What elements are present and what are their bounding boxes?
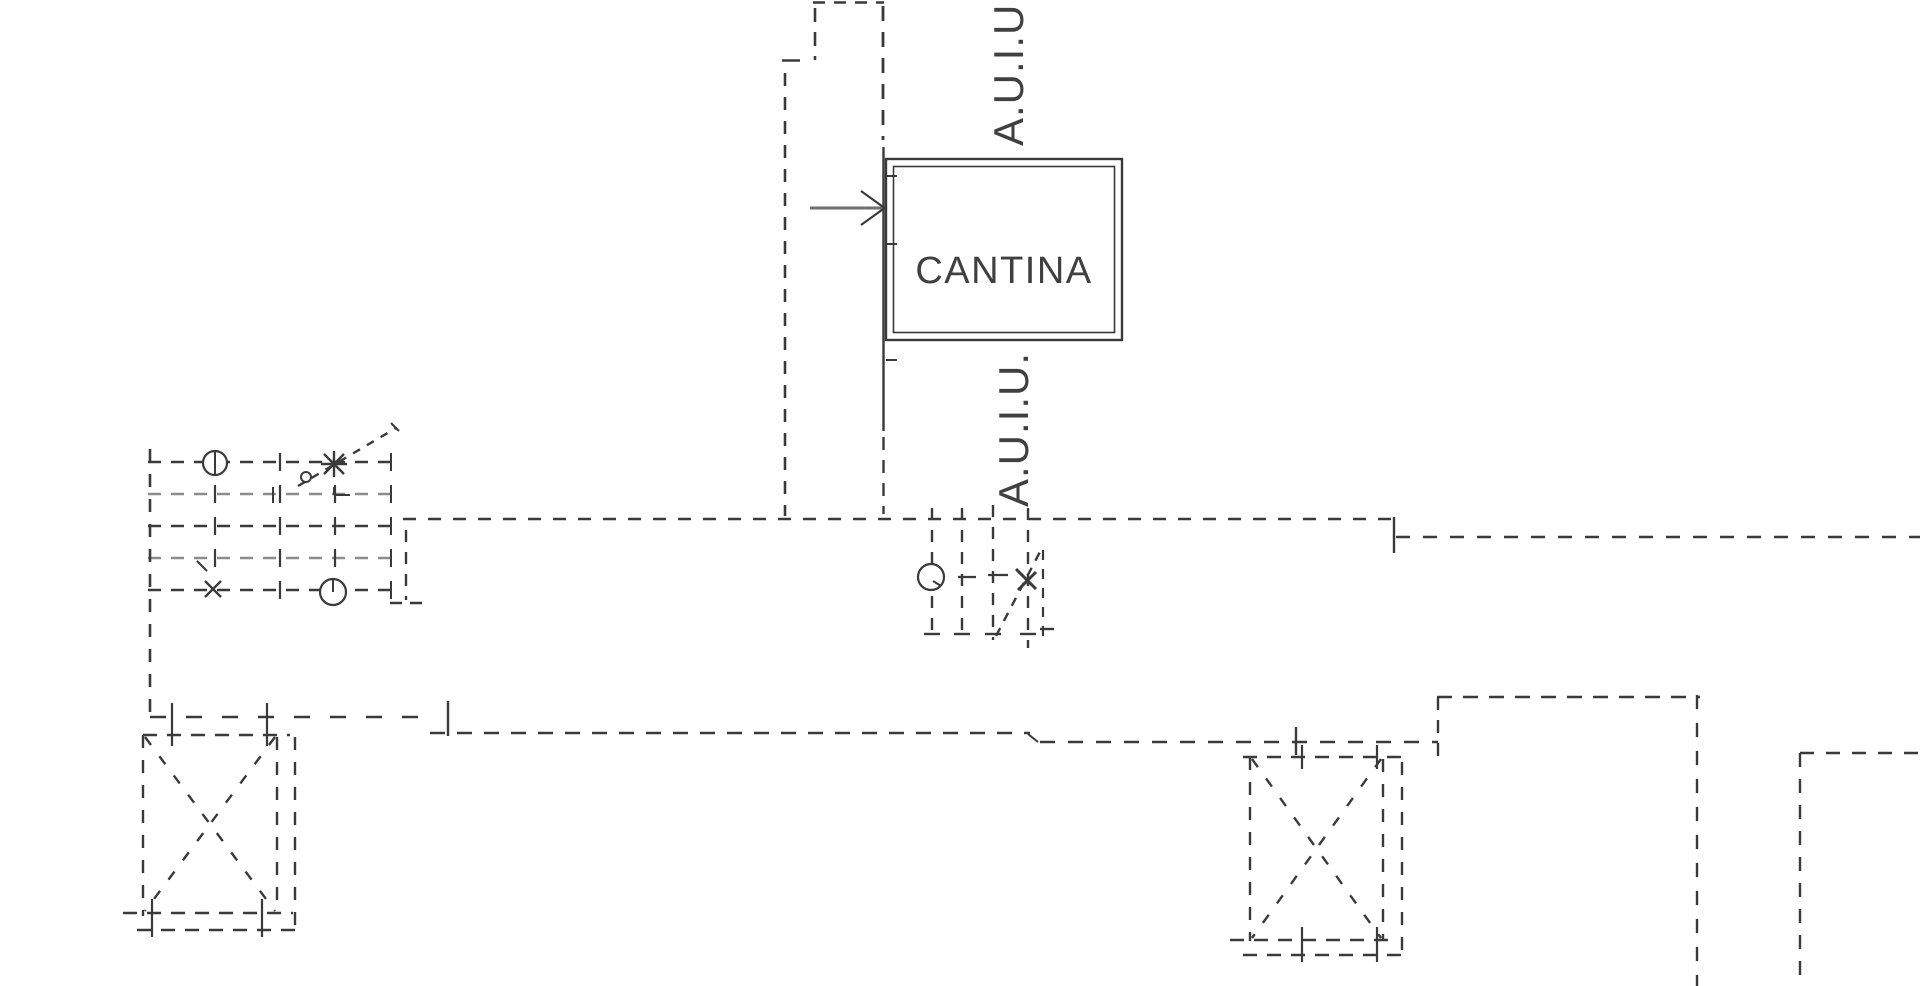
- upper-corridor-wall: [403, 517, 1920, 553]
- cantina-room: CANTINA: [882, 147, 1124, 514]
- stair-grid: [148, 422, 400, 716]
- diagonal-guide: [994, 547, 1044, 637]
- room-outer-border: [884, 157, 1124, 342]
- x-stroke: [1014, 567, 1038, 591]
- arrow-head-stroke: [860, 190, 887, 210]
- wall-jog: [1027, 733, 1039, 743]
- entrance-arrow: [810, 190, 887, 226]
- diagonal-guide: [297, 426, 397, 488]
- arrow-head-stroke: [860, 206, 887, 226]
- right-shaft-partial: [1798, 751, 1920, 986]
- diagonal-end-tick: [390, 422, 400, 432]
- asterisk-marker: [321, 451, 347, 477]
- mini-diagonal: [196, 560, 208, 572]
- duct-label-top: A.U.I.U.: [985, 0, 1032, 146]
- grid-niche: [390, 530, 427, 605]
- room-label: CANTINA: [915, 250, 1092, 292]
- x-marker: [204, 580, 222, 598]
- middle-shaft: [1230, 745, 1407, 962]
- top-duct-outline: [782, 1, 885, 516]
- x-stroke: [1016, 570, 1038, 592]
- circle-marker-tick: [932, 580, 942, 587]
- lower-corridor-wall: [150, 701, 1438, 755]
- duct-label-bottom: A.U.I.U.: [990, 352, 1037, 507]
- room-inner-border: [892, 165, 1116, 334]
- middle-duct: [916, 505, 1054, 648]
- x-stroke: [204, 580, 222, 598]
- x-marker: [1014, 567, 1038, 592]
- right-step-structure: [1436, 695, 1700, 986]
- left-shaft: [123, 703, 298, 937]
- small-circle-marker: [300, 471, 312, 483]
